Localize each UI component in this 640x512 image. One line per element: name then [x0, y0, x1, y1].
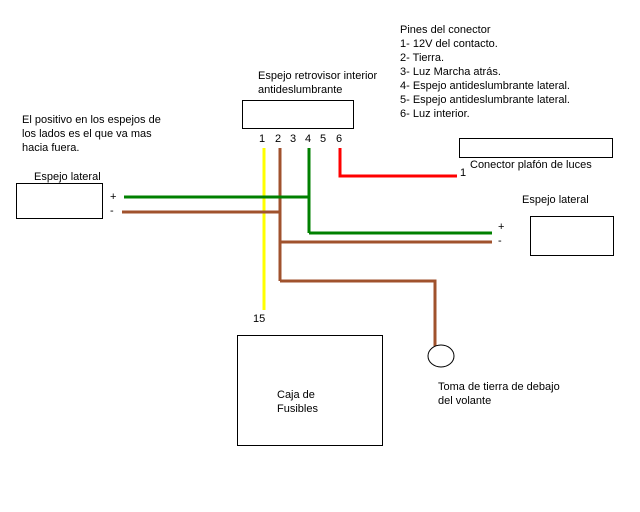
note-line-2: los lados es el que va mas [22, 128, 152, 140]
mirror-pin-2: 2 [275, 133, 282, 145]
interior-mirror-connector [242, 100, 354, 129]
fuse-pin-label: 15 [253, 313, 266, 325]
left-mirror-label: Espejo lateral [34, 171, 101, 183]
mirror-pin-3: 3 [290, 133, 297, 145]
ground-label-line-2: del volante [438, 395, 492, 407]
legend-pin-4: 4- Espejo antideslumbrante lateral. [400, 80, 570, 92]
mirror-pin-4: 4 [305, 133, 312, 145]
left-side-mirror [16, 183, 103, 219]
ceiling-connector-label: Conector plafón de luces [470, 159, 592, 171]
fuse-box-label-line-1: Caja de [277, 389, 315, 401]
fuse-box [237, 335, 383, 446]
mirror-label-line-1: Espejo retrovisor interior [258, 70, 378, 82]
legend-pin-3: 3- Luz Marcha atrás. [400, 66, 501, 78]
mirror-pin-6: 6 [336, 133, 343, 145]
ceiling-light-connector [459, 138, 613, 158]
legend-title: Pines del conector [400, 24, 491, 36]
wire-red-interior-light [338, 148, 457, 178]
legend-pin-6: 6- Luz interior. [400, 108, 470, 120]
legend-pin-5: 5- Espejo antideslumbrante lateral. [400, 94, 570, 106]
mirror-pin-5: 5 [320, 133, 327, 145]
right-mirror-label: Espejo lateral [522, 194, 589, 206]
wire-brown-to-ground [280, 279, 437, 346]
right-side-mirror [530, 216, 614, 256]
left-mirror-plus: + [110, 191, 117, 203]
right-mirror-plus: + [498, 221, 505, 233]
right-mirror-minus: - [498, 235, 502, 247]
note-line-3: hacia fuera. [22, 142, 80, 154]
legend-pin-2: 2- Tierra. [400, 52, 445, 64]
fuse-box-label-line-2: Fusibles [277, 403, 318, 415]
legend-pin-1: 1- 12V del contacto. [400, 38, 498, 50]
note-line-1: El positivo en los espejos de [22, 114, 161, 126]
ground-label-line-1: Toma de tierra de debajo [438, 381, 560, 393]
mirror-label-line-2: antideslumbrante [258, 84, 343, 96]
ceiling-connector-pin: 1 [460, 167, 467, 179]
mirror-pin-1: 1 [259, 133, 266, 145]
left-mirror-minus: - [110, 205, 114, 217]
ground-point [427, 344, 455, 368]
